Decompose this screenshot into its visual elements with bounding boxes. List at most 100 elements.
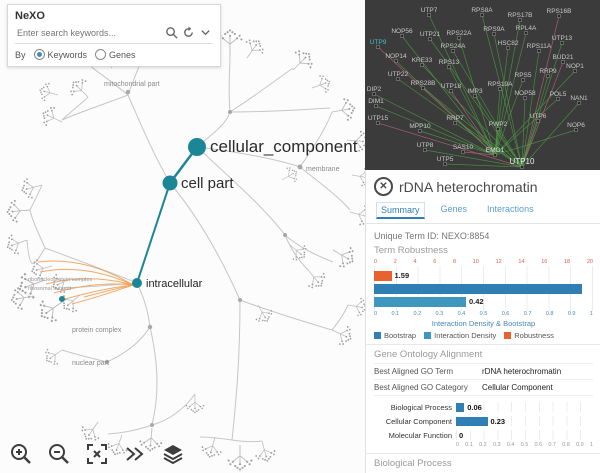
robustness-bar[interactable] (374, 270, 392, 281)
search-panel: NeXO By Keywords Genes (7, 4, 221, 67)
go-bp-value: 0.06 (467, 402, 482, 412)
term-id: Unique Term ID: NEXO:8854 (374, 231, 490, 241)
tab-summary[interactable]: Summary (376, 202, 425, 219)
go-mf-label: Molecular Function (388, 430, 452, 440)
tab-genes[interactable]: Genes (440, 204, 468, 214)
go-term-value: rDNA heterochromatin (482, 367, 562, 376)
svg-text:RPS9A: RPS9A (483, 26, 505, 33)
section-go-alignment: Gene Ontology Alignment (374, 349, 483, 360)
svg-text:DIP2: DIP2 (367, 86, 382, 93)
legend-robustness-label: Robustness (514, 331, 554, 340)
reset-icon[interactable] (181, 25, 196, 40)
svg-text:UTP22: UTP22 (388, 71, 409, 78)
svg-text:SAS10: SAS10 (453, 144, 474, 151)
svg-text:BUD21: BUD21 (553, 54, 574, 61)
close-icon[interactable]: ✕ (374, 177, 393, 196)
svg-text:RPS16B: RPS16B (547, 8, 572, 15)
node-intracellular (132, 278, 142, 288)
svg-text:UTP10: UTP10 (510, 157, 535, 166)
chart-row: Cellular Component 0.23 (374, 414, 593, 428)
go-category-value: Cellular Component (482, 383, 553, 392)
tab-interactions[interactable]: Interactions (487, 204, 534, 214)
go-alignment-table: Best Aligned GO Term rDNA heterochromati… (374, 363, 593, 396)
tree-label-ribosomal-subunit[interactable]: ribosomal subunit (28, 286, 72, 292)
tree-label-protein-complex[interactable]: protein complex (72, 327, 122, 334)
radio-genes-label: Genes (109, 49, 136, 60)
svg-text:RRP7: RRP7 (446, 115, 464, 122)
svg-text:NAN1: NAN1 (570, 95, 588, 102)
tree-label-nuclear-part[interactable]: nuclear part (72, 360, 109, 367)
go-mf-value: 0 (459, 430, 464, 440)
tree-canvas[interactable]: cellular_component cell part intracellul… (0, 0, 365, 473)
tree-branches (26, 37, 351, 443)
tree-leaf-clusters (2, 15, 365, 472)
go-alignment-chart: Biological Process 0.06 Cellular Compone… (374, 400, 593, 449)
chevron-down-icon[interactable] (198, 25, 213, 40)
search-input[interactable] (15, 26, 162, 39)
svg-text:RPS13: RPS13 (439, 59, 460, 66)
go-category-label: Best Aligned GO Category (374, 383, 468, 392)
density-value: 0.42 (468, 297, 484, 306)
svg-text:RPS8A: RPS8A (471, 7, 493, 14)
svg-text:UTP15: UTP15 (368, 115, 389, 122)
svg-text:NOP14: NOP14 (385, 53, 407, 60)
robustness-value: 1.59 (394, 271, 410, 280)
svg-text:RPS11A: RPS11A (527, 43, 552, 50)
zoom-out-button[interactable] (46, 441, 72, 467)
tree-label-cellular-component[interactable]: cellular_component (210, 137, 358, 156)
node-cellular-component (188, 138, 206, 156)
term-nodes[interactable] (104, 89, 303, 427)
app-title: NeXO (15, 10, 45, 22)
svg-text:RRP9: RRP9 (539, 68, 557, 75)
svg-text:RPL4A: RPL4A (516, 25, 537, 32)
svg-text:UTP13: UTP13 (552, 35, 573, 42)
radio-genes[interactable]: Genes (95, 49, 136, 60)
node-association-target (59, 296, 65, 302)
bootstrap-bar[interactable] (374, 283, 583, 294)
robustness-legend: Bootstrap Interaction Density Robustness (374, 331, 593, 340)
detail-tabs: Summary Genes Interactions (366, 200, 600, 224)
selected-path-edges (136, 146, 198, 284)
go-term-label: Best Aligned GO Term (374, 367, 453, 376)
radio-genes-dot (95, 49, 107, 60)
expand-all-button[interactable] (122, 441, 148, 467)
svg-text:EMG1: EMG1 (486, 147, 505, 154)
table-row: Best Aligned GO Category Cellular Compon… (374, 380, 593, 396)
fit-content-button[interactable] (84, 441, 110, 467)
tree-label-cell-part[interactable]: cell part (181, 175, 234, 192)
go-cc-value: 0.23 (490, 416, 506, 426)
zoom-in-button[interactable] (8, 441, 34, 467)
go-bp-bar[interactable] (456, 402, 465, 412)
svg-text:UTP9: UTP9 (370, 39, 387, 46)
radio-keywords-dot (33, 49, 45, 60)
tree-label-mitochondrial-part[interactable]: mitochondrial part (104, 81, 160, 88)
go-cc-bar[interactable] (456, 416, 488, 426)
by-label: By (15, 49, 26, 60)
chart-row: Molecular Function 0 (374, 428, 593, 442)
search-icon[interactable] (164, 25, 179, 40)
tree-label-intracellular[interactable]: intracellular (146, 278, 203, 290)
svg-text:RPS24A: RPS24A (441, 43, 467, 50)
radio-keywords-label: Keywords (47, 49, 88, 60)
radio-keywords[interactable]: Keywords (33, 49, 88, 60)
node-cell-part (162, 175, 178, 191)
tree-label-membrane[interactable]: membrane (306, 166, 340, 173)
svg-text:UTP8: UTP8 (417, 142, 434, 149)
tree-label-rnp-complex[interactable]: ribonucleoprotein complex (28, 277, 92, 283)
svg-text:POL5: POL5 (550, 91, 567, 98)
legend-bootstrap-swatch (374, 332, 381, 339)
density-bar[interactable] (374, 296, 466, 307)
svg-text:RPS28B: RPS28B (411, 80, 436, 87)
svg-text:RPS5: RPS5 (515, 72, 532, 79)
selected-term-nodes[interactable] (59, 138, 206, 302)
go-cc-label: Cellular Component (385, 416, 452, 426)
svg-text:UTP6: UTP6 (530, 113, 547, 120)
legend-bootstrap-label: Bootstrap (384, 331, 417, 340)
section-biological-process: Biological Process (374, 458, 452, 469)
layers-button[interactable] (160, 441, 186, 467)
table-row: Best Aligned GO Term rDNA heterochromati… (374, 363, 593, 380)
